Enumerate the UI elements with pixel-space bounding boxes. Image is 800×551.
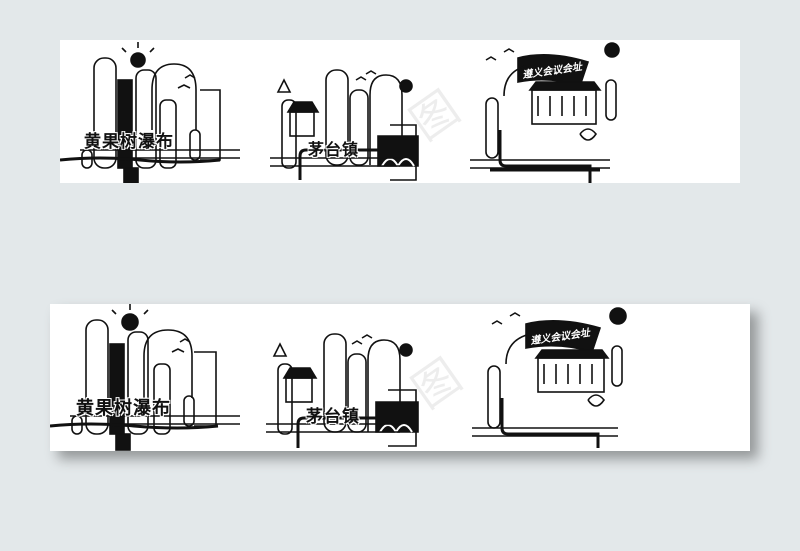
scene-title-waterfall: 黄果树瀑布	[76, 398, 171, 419]
sun-icon	[121, 313, 139, 331]
bird-icon	[184, 74, 196, 79]
waterfall-scene	[60, 42, 240, 183]
scene-title-maotai: 茅台镇	[308, 140, 360, 159]
flag-icon	[517, 54, 590, 88]
tree-icon	[587, 394, 605, 407]
scene-title-maotai: 茅台镇	[306, 407, 360, 427]
bird-icon	[355, 76, 367, 81]
bird-icon	[365, 70, 377, 75]
tree-icon	[579, 128, 597, 141]
landmark-illustrations	[50, 304, 627, 451]
illustration-panel-bottom: 图 黄果树瀑布 茅台镇 遵义会议会址	[50, 304, 750, 451]
sun-icon	[130, 52, 146, 68]
illustration-panel-top: 图 黄果树瀑布 茅台镇 遵义会议会址	[60, 40, 740, 183]
zunyi-scene	[470, 42, 620, 183]
bird-icon	[509, 312, 521, 317]
tree-icon	[272, 342, 288, 357]
zunyi-scene	[472, 307, 627, 448]
sun-icon	[604, 42, 620, 58]
maotai-scene	[266, 333, 419, 448]
maotai-scene	[270, 69, 419, 181]
scene-title-waterfall: 黄果树瀑布	[84, 132, 174, 152]
sun-icon	[399, 79, 413, 93]
bird-icon	[503, 48, 515, 53]
bird-icon	[491, 320, 503, 325]
tree-icon	[276, 78, 292, 93]
landmark-illustrations	[60, 42, 620, 183]
bird-icon	[485, 56, 497, 61]
bird-icon	[179, 338, 191, 343]
sun-icon	[399, 343, 413, 357]
bird-icon	[177, 84, 191, 89]
bird-icon	[361, 334, 373, 339]
bird-icon	[171, 348, 185, 353]
waterfall-scene	[50, 304, 240, 451]
bird-icon	[351, 340, 363, 345]
sun-icon	[609, 307, 627, 325]
